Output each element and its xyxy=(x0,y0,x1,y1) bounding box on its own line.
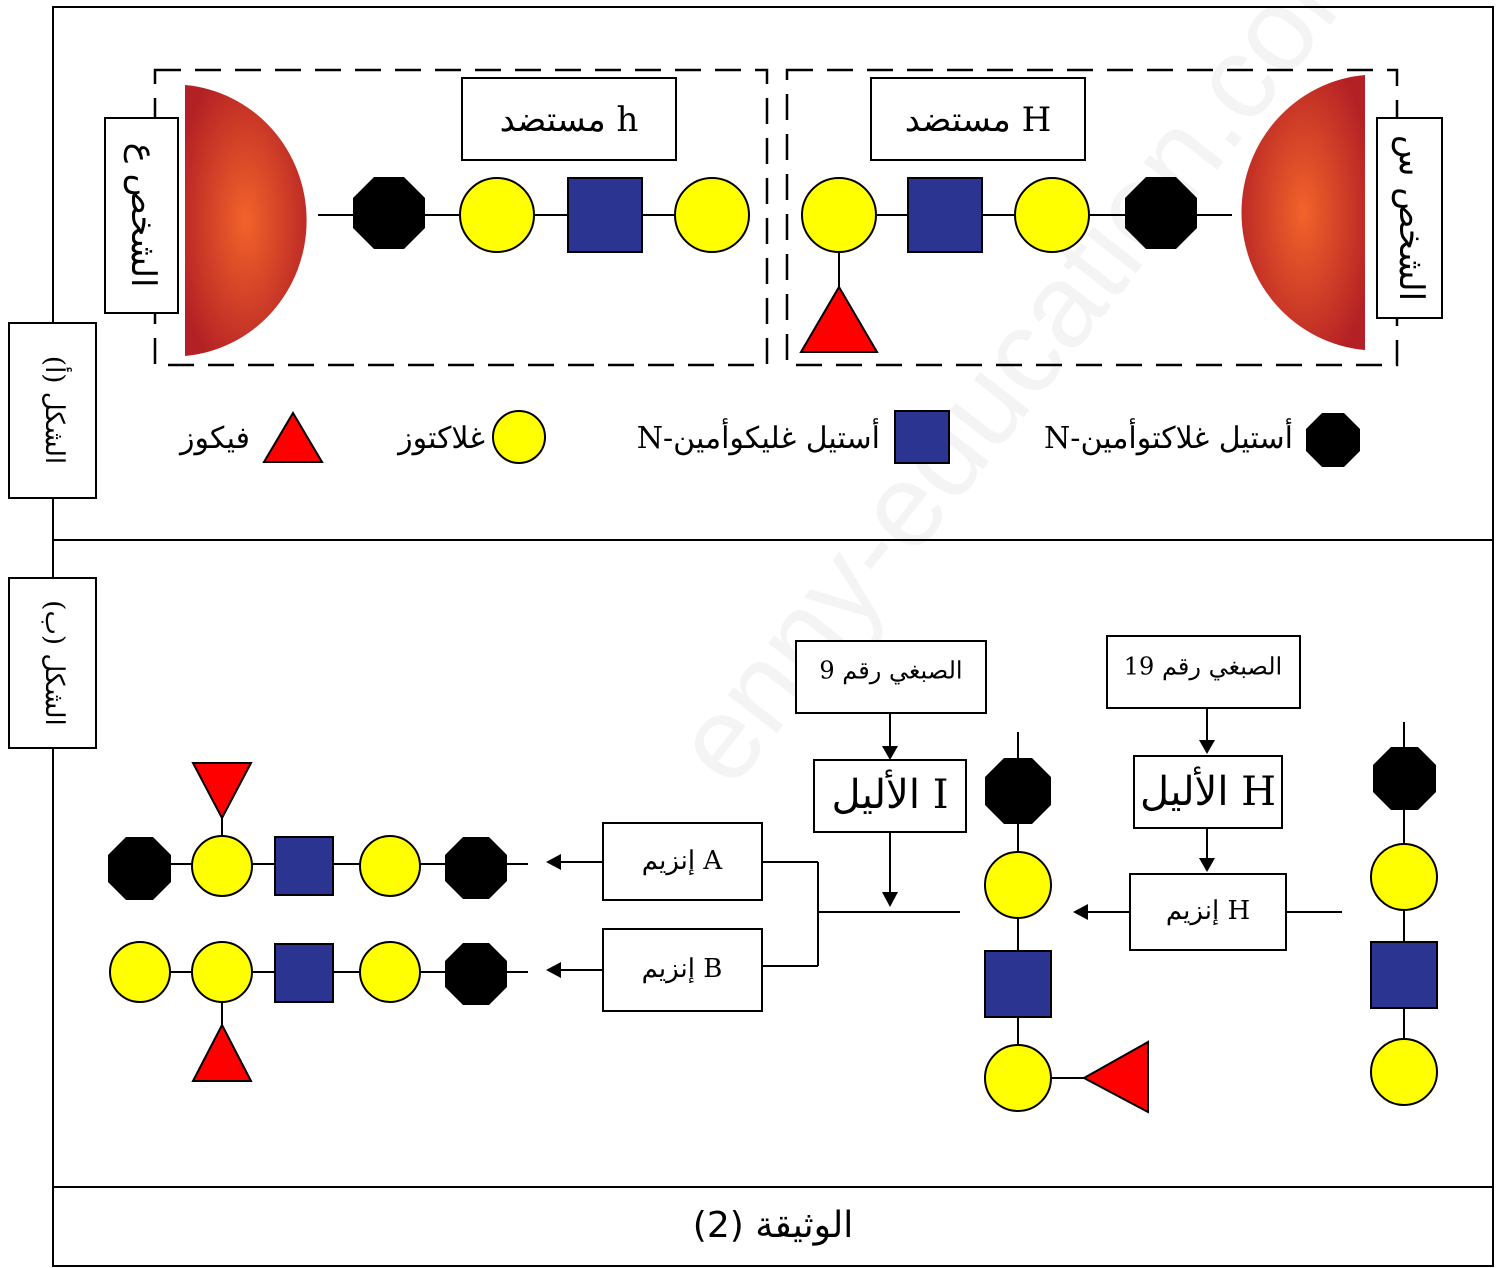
legend-n-acetylgalactosamine-icon xyxy=(1306,413,1360,467)
galactose-circle xyxy=(801,177,877,253)
galactose-circle xyxy=(459,177,535,253)
antigen-H-dashed-box xyxy=(785,68,1399,367)
n-acetylgalactosamine-octagon xyxy=(445,837,507,899)
enzyme-B-box xyxy=(602,928,763,1012)
fucose-triangle xyxy=(1081,1040,1149,1114)
n-acetylglucosamine-square xyxy=(1370,941,1438,1009)
galactose-circle xyxy=(359,941,421,1003)
galactose-circle xyxy=(191,835,253,897)
enzyme-A-box xyxy=(602,822,763,901)
n-acetylglucosamine-square xyxy=(567,177,643,253)
legend-galactose-icon xyxy=(492,410,546,464)
fucose-triangle xyxy=(799,285,879,353)
galactose-circle xyxy=(191,941,253,1003)
chromosome-19-label: الصبغي رقم 19 xyxy=(1124,653,1282,681)
allele-H-label: الأليل H xyxy=(1140,766,1276,815)
person-left-label: الشخص ع xyxy=(123,143,163,288)
allele-I-box xyxy=(813,759,967,833)
allele-I-label: الأليل I xyxy=(832,769,949,818)
galactose-circle xyxy=(109,941,171,1003)
galactose-circle xyxy=(359,835,421,897)
enzyme-B-label: إنزيم B xyxy=(642,954,723,984)
n-acetylgalactosamine-octagon xyxy=(445,943,507,1005)
n-acetylgalactosamine-octagon xyxy=(985,758,1051,824)
galactose-circle xyxy=(674,177,750,253)
figure-a-side-label-box xyxy=(8,322,97,499)
figure-a-side-label: الشكل (أ) xyxy=(39,356,73,464)
n-acetylglucosamine-square xyxy=(274,836,334,896)
enzyme-A-label: إنزيم A xyxy=(642,846,724,876)
h-substance-chain xyxy=(984,732,1149,1114)
fucose-triangle xyxy=(191,762,253,821)
n-acetylgalactosamine-octagon xyxy=(1373,747,1436,810)
person-left-cell xyxy=(185,85,307,356)
n-acetylgalactosamine-octagon xyxy=(353,177,425,249)
figure-b-side-label: الشكل (ب) xyxy=(39,600,69,725)
legend-galactose-label: غلاكتوز xyxy=(396,421,485,456)
galactose-circle xyxy=(984,851,1052,919)
galactose-circle xyxy=(1370,843,1438,911)
person-left-label-box xyxy=(104,117,179,314)
document-title: الوثيقة (2) xyxy=(693,1205,853,1246)
legend-n-acetylglucosamine-icon xyxy=(894,410,950,464)
figure-b-side-label-box xyxy=(8,577,97,749)
antigen-H-label: مستضد H xyxy=(905,100,1052,140)
chromosome-9-box xyxy=(795,640,987,714)
n-acetylglucosamine-square xyxy=(274,943,334,1003)
chromosome-9-label: الصبغي رقم 9 xyxy=(819,657,962,685)
n-acetylgalactosamine-octagon xyxy=(1125,177,1197,249)
legend: N-أستيل غلاكتوأمين N-أستيل غليكوأمين غلا… xyxy=(178,410,1360,467)
antigen-a-chain xyxy=(108,762,528,900)
galactose-circle xyxy=(1014,177,1090,253)
person-right-label-box xyxy=(1376,117,1443,319)
person-right-label: الشخص س xyxy=(1391,135,1431,301)
n-acetylglucosamine-square xyxy=(984,950,1052,1018)
legend-fucose-label: فيكوز xyxy=(178,421,250,456)
antigen-h-label-box xyxy=(461,77,677,161)
galactose-circle xyxy=(984,1044,1052,1112)
legend-fucose-icon xyxy=(262,411,324,463)
enzyme-H-label: إنزيم H xyxy=(1166,896,1250,926)
n-acetylglucosamine-square xyxy=(907,177,983,253)
n-acetylgalactosamine-octagon xyxy=(108,837,171,900)
figure-b: الشكل (ب) الصبغي رقم 19 الأليل H إنزيم H xyxy=(8,577,1438,1114)
antigen-h-dashed-box xyxy=(153,68,769,367)
chromosome-19-box xyxy=(1106,635,1301,709)
legend-n-acetylglucosamine-label: N-أستيل غليكوأمين xyxy=(637,418,880,456)
antigen-b-chain xyxy=(109,941,528,1082)
figure-a: الشكل (أ) الشخص ع الشخص س مستضد h مستضد … xyxy=(8,68,1443,499)
antigen-h-label: مستضد h xyxy=(500,100,639,140)
galactose-circle xyxy=(1370,1038,1438,1106)
person-right-cell xyxy=(1241,75,1365,350)
fucose-triangle xyxy=(191,1022,253,1082)
legend-n-acetylgalactosamine-label: N-أستيل غلاكتوأمين xyxy=(1044,418,1293,456)
antigen-H-label-box xyxy=(870,77,1086,161)
precursor-chain xyxy=(1370,722,1438,1106)
